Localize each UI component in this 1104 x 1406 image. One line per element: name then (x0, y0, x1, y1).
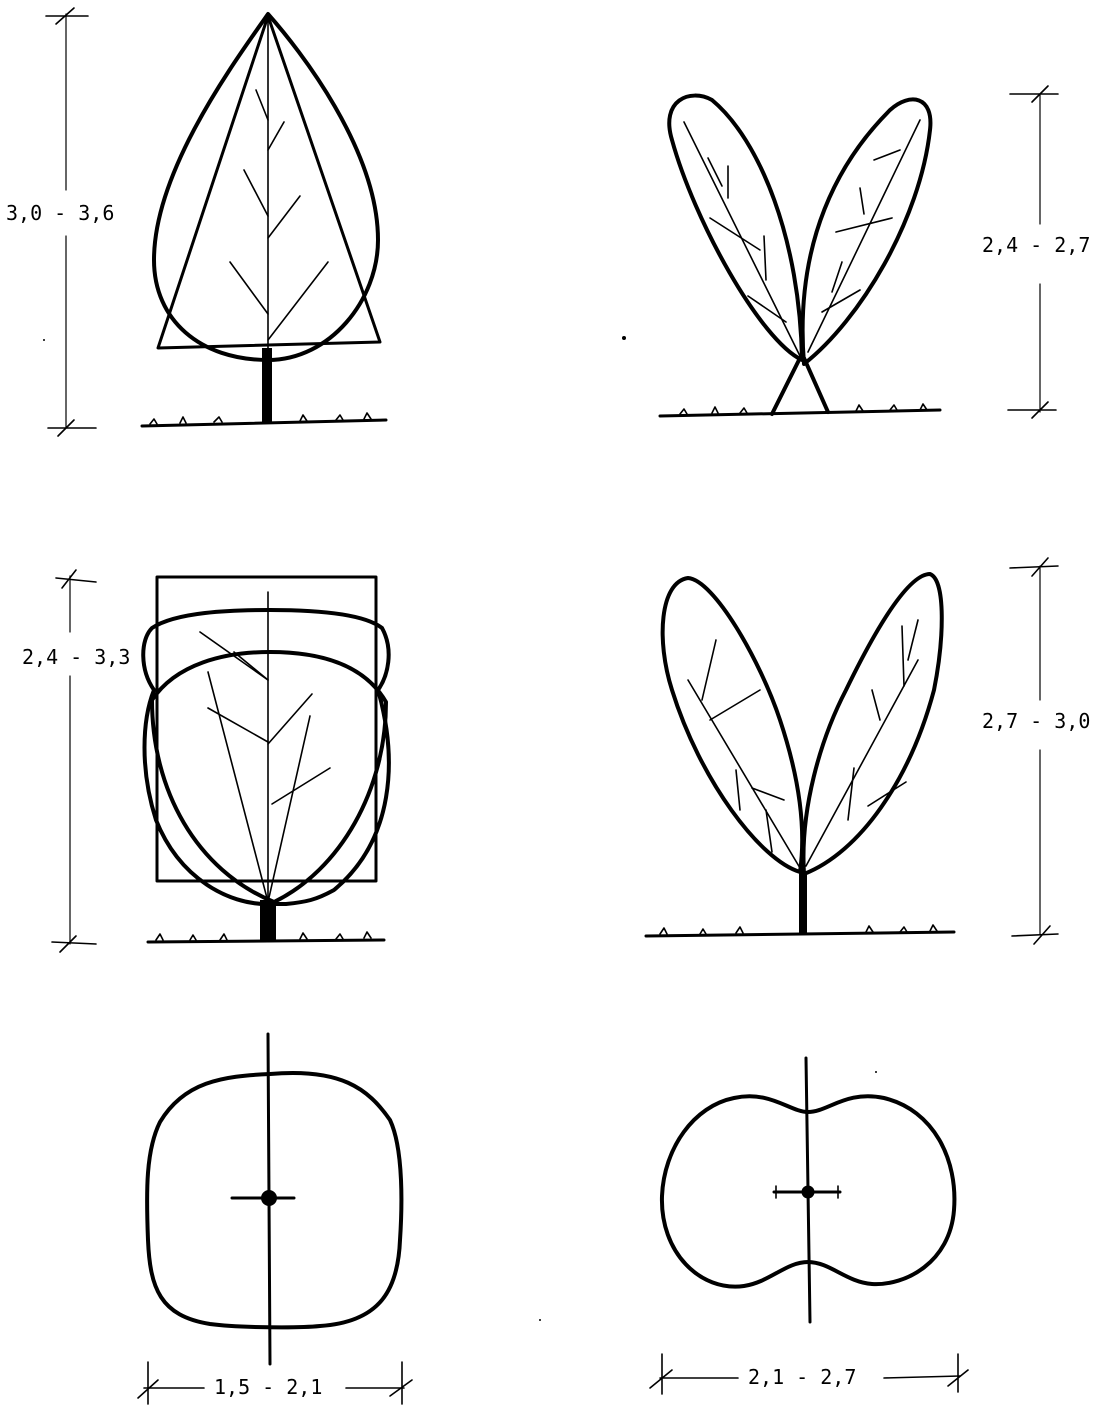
tree-c-rectangle-outline (155, 575, 378, 883)
tree-c-trunk (260, 900, 276, 940)
tree-d-trunk (799, 872, 807, 934)
tree-d-height-label: 2,7 - 3,0 (982, 709, 1090, 733)
plan-a-center-dot (261, 1190, 277, 1206)
tree-c-outer-crown-outline (141, 608, 391, 906)
tree-d-branches (687, 619, 919, 869)
plan-b-width-label: 2,1 - 2,7 (748, 1365, 856, 1389)
tree-c-branches (199, 631, 331, 903)
tree-b-branches (683, 119, 921, 357)
tree-b-height-label: 2,4 - 2,7 (982, 233, 1090, 257)
plan-b-view: 2,1 - 2,7 (649, 1056, 969, 1395)
tree-c-ground-line (146, 931, 386, 944)
plan-a-view: 1,5 - 2,1 (137, 1032, 413, 1405)
tree-b-height-dimension-line (1007, 85, 1059, 419)
tree-c-inner-crown-outline (150, 650, 388, 904)
tree-a-triangle-outline (156, 14, 382, 350)
tree-b-right-lobe (800, 97, 933, 366)
tree-b-left-lobe (667, 93, 804, 362)
plan-a-width-label: 1,5 - 2,1 (214, 1375, 322, 1399)
tree-c-height-label: 2,4 - 3,3 (22, 645, 130, 669)
plan-a-width-dimension-line (137, 1361, 413, 1405)
plan-b-center-dot (801, 1185, 815, 1199)
tree-a-trunk (262, 348, 272, 422)
tree-a-elevation: 3,0 - 3,6 (6, 7, 388, 437)
tree-a-branches (229, 89, 329, 341)
plan-b-crown-outline (659, 1094, 957, 1289)
tree-d-ground-line (644, 924, 956, 938)
plan-b-width-dimension-line (649, 1353, 969, 1395)
tree-d-left-lobe (660, 576, 805, 874)
tree-c-height-dimension-line (51, 569, 97, 953)
tree-d-right-lobe (801, 572, 944, 876)
tree-a-height-label: 3,0 - 3,6 (6, 201, 114, 225)
tree-a-height-dimension-line (45, 7, 97, 437)
tree-d-height-dimension-line (1009, 557, 1059, 945)
tree-a-ground-line (140, 412, 388, 428)
tree-b-ground-line (658, 403, 942, 418)
tree-d-elevation: 2,7 - 3,0 (644, 557, 1090, 945)
scan-specks (43, 336, 877, 1321)
plan-a-crown-outline (145, 1071, 404, 1330)
tree-a-crown-outline (152, 12, 380, 362)
tree-c-elevation: 2,4 - 3,3 (22, 569, 391, 953)
tree-b-crossed-trunk (770, 356, 830, 416)
tree-b-elevation: 2,4 - 2,7 (658, 85, 1090, 419)
